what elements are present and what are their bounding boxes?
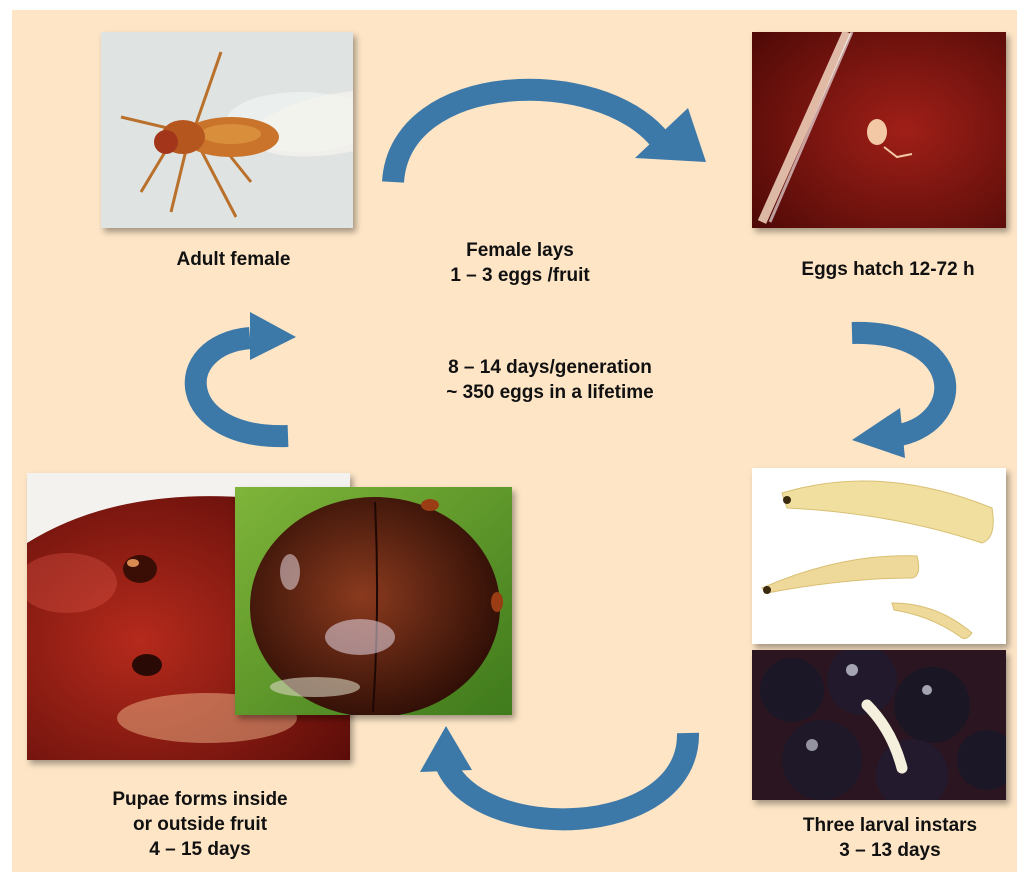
generation-label: 8 – 14 days/generation ~ 350 eggs in a l…	[395, 355, 705, 405]
larval-instars-line1: Three larval instars	[770, 813, 1010, 838]
larval-instars-line2: 3 – 13 days	[770, 838, 1010, 863]
larvae-in-berries-photo	[752, 650, 1006, 800]
pupae-line3: 4 – 15 days	[70, 837, 330, 862]
eggs-hatch-label: Eggs hatch 12-72 h	[768, 257, 1008, 282]
female-lays-label: Female lays 1 – 3 eggs /fruit	[410, 238, 630, 288]
generation-line2: ~ 350 eggs in a lifetime	[395, 380, 705, 405]
generation-line1: 8 – 14 days/generation	[395, 355, 705, 380]
female-lays-line1: Female lays	[410, 238, 630, 263]
female-lays-line2: 1 – 3 eggs /fruit	[410, 263, 630, 288]
eggs-photo	[752, 32, 1006, 228]
adult-female-label: Adult female	[101, 247, 366, 272]
adult-female-photo	[101, 32, 353, 228]
pupae-cherry-photo	[235, 487, 512, 715]
pupae-line2: or outside fruit	[70, 812, 330, 837]
pupae-label: Pupae forms inside or outside fruit 4 – …	[70, 787, 330, 862]
larvae-photo	[752, 468, 1006, 644]
larval-instars-label: Three larval instars 3 – 13 days	[770, 813, 1010, 863]
pupae-line1: Pupae forms inside	[70, 787, 330, 812]
